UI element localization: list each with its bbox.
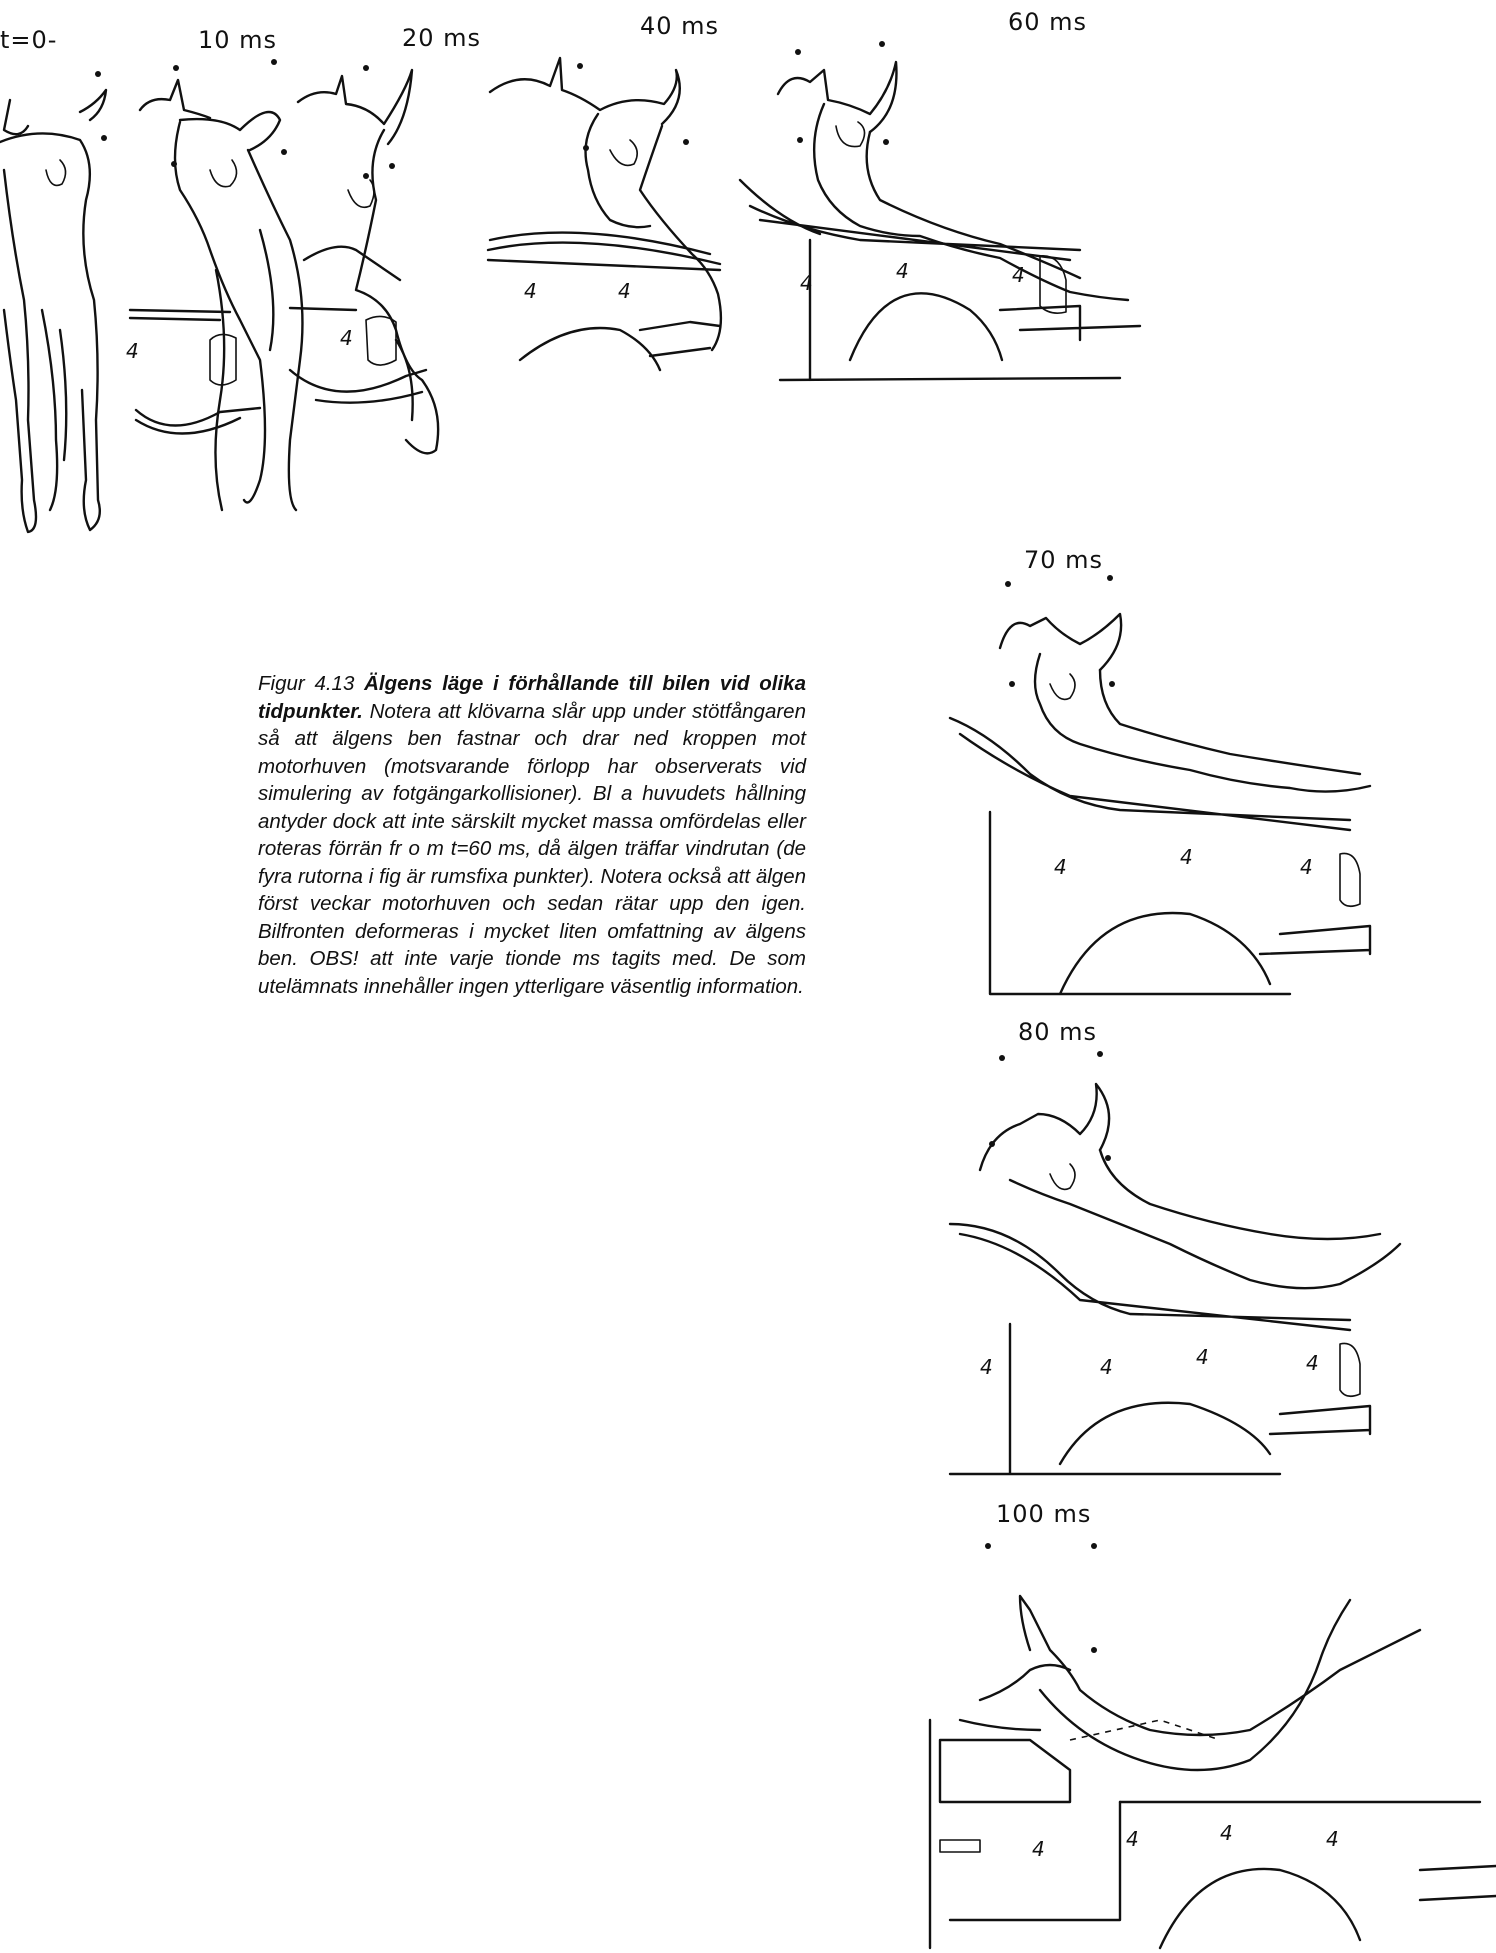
svg-text:4: 4	[800, 271, 813, 295]
frame-40ms: 4 4	[480, 30, 740, 400]
svg-text:4: 4	[1054, 855, 1067, 879]
svg-text:4: 4	[126, 339, 139, 363]
frame-20ms: 4	[296, 40, 486, 510]
moose-drawing: 4	[296, 40, 486, 510]
moose-drawing: 4	[140, 40, 310, 540]
frame-80ms: 4 4 4 4	[950, 1054, 1450, 1494]
moose-drawing: 4 4	[480, 30, 740, 400]
figure-caption: Figur 4.13 Älgens läge i förhållande til…	[258, 670, 806, 1000]
moose-drawing: 4 4 4	[720, 30, 1140, 500]
svg-text:4: 4	[1012, 263, 1025, 287]
moose-drawing: 4 4 4 4	[920, 1540, 1496, 1948]
svg-text:4: 4	[340, 326, 353, 350]
moose-drawing	[0, 60, 150, 540]
svg-text:4: 4	[618, 279, 631, 303]
frame-70ms: 4 4 4	[950, 574, 1450, 1044]
frame-label-70ms: 70 ms	[1024, 546, 1103, 574]
svg-text:4: 4	[1326, 1827, 1339, 1851]
svg-text:4: 4	[1032, 1837, 1045, 1861]
frame-t0	[0, 60, 150, 540]
svg-text:4: 4	[524, 279, 537, 303]
svg-text:4: 4	[1180, 845, 1193, 869]
caption-body: Notera att klövarna slår upp under stötf…	[258, 700, 806, 998]
frame-10ms: 4	[140, 40, 310, 540]
reference-point-marker	[95, 71, 101, 77]
svg-text:4: 4	[1196, 1345, 1209, 1369]
svg-text:4: 4	[980, 1355, 993, 1379]
moose-drawing: 4 4 4	[950, 574, 1450, 1044]
svg-text:4: 4	[1306, 1351, 1319, 1375]
frame-100ms: 4 4 4 4	[920, 1540, 1496, 1948]
svg-text:4: 4	[896, 259, 909, 283]
frame-label-100ms: 100 ms	[996, 1500, 1091, 1528]
svg-text:4: 4	[1100, 1355, 1113, 1379]
svg-text:4: 4	[1126, 1827, 1139, 1851]
frame-60ms: 4 4 4	[720, 30, 1140, 500]
caption-prefix: Figur 4.13	[258, 672, 364, 695]
svg-text:4: 4	[1300, 855, 1313, 879]
svg-text:4: 4	[1220, 1821, 1233, 1845]
frame-label-t0: t=0-	[0, 26, 57, 54]
moose-drawing: 4 4 4 4	[950, 1054, 1450, 1494]
